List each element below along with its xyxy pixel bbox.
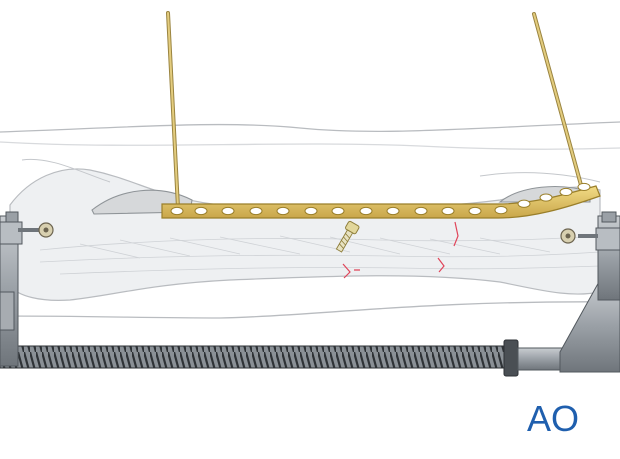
plate-hole [494, 206, 508, 215]
bone [9, 158, 601, 301]
bone-screw [335, 220, 360, 253]
plate-hole [170, 206, 184, 216]
plate-hole [441, 206, 455, 216]
plate-hole [386, 206, 400, 216]
plate-holes [170, 182, 591, 216]
bone-hatch [39, 235, 601, 275]
plate-hole [414, 206, 428, 216]
plate-hole [359, 206, 373, 216]
plate-hole [249, 206, 263, 216]
plate-hole [468, 206, 482, 216]
fracture-lines [342, 221, 459, 279]
plate-hole [331, 206, 345, 216]
plate-hole [304, 206, 318, 216]
plate-hole [559, 187, 573, 197]
threaded-rod [0, 345, 509, 369]
plate-hole [539, 193, 553, 202]
limb-outline [0, 121, 620, 319]
plate-hole [221, 206, 235, 216]
plate-hole [577, 182, 591, 192]
distractor-nut [503, 339, 519, 377]
distractor [0, 211, 620, 377]
plate-hole [517, 199, 531, 208]
plate-hole [194, 206, 208, 216]
k-wires [166, 11, 586, 210]
ao-logo: AO [524, 398, 582, 439]
ao-logo-text: AO [527, 398, 579, 438]
plate-hole [276, 206, 290, 216]
